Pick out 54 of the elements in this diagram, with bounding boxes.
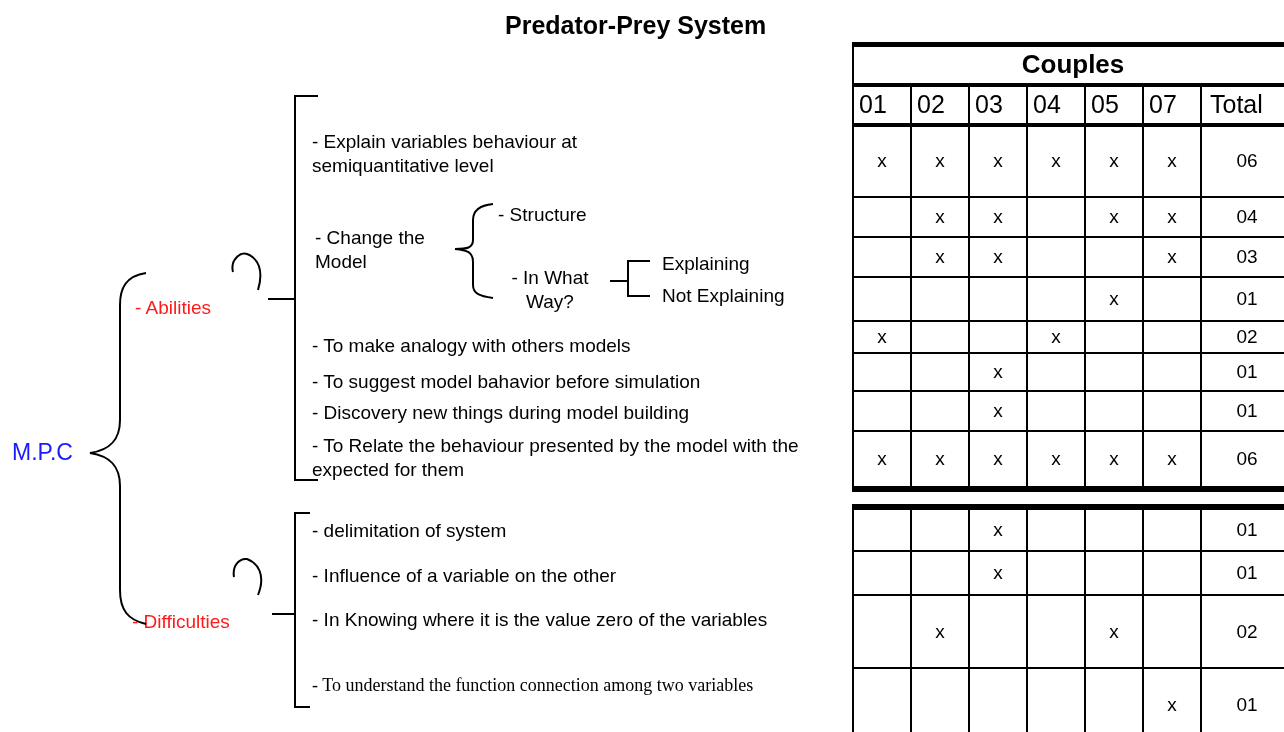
table-cell: x	[1027, 124, 1085, 197]
list-item: - Influence of a variable on the other	[312, 564, 617, 588]
list-item: - To suggest model bahavior before simulation	[312, 370, 701, 394]
table-cell: x	[1085, 430, 1143, 489]
column-header: 03	[969, 84, 1027, 125]
table-cell: 01	[1201, 507, 1284, 551]
table-cell: x	[1143, 196, 1201, 237]
list-item: - Structure	[498, 203, 587, 227]
table-cell: x	[1085, 124, 1143, 197]
category-label: - Abilities	[135, 296, 212, 320]
diagram-title: Predator-Prey System	[505, 10, 767, 40]
table-cell: x	[969, 124, 1027, 197]
table-cell: x	[1085, 276, 1143, 321]
table-cell: x	[969, 551, 1027, 595]
list-item: - Discovery new things during model building	[312, 401, 690, 425]
column-header: 02	[911, 84, 969, 125]
table-cell: x	[969, 196, 1027, 237]
table-cell: x	[969, 507, 1027, 551]
table-cell: x	[969, 236, 1027, 277]
list-item: - delimitation of system	[312, 519, 507, 543]
table-title: Couples	[853, 44, 1284, 85]
column-header: 04	[1027, 84, 1085, 125]
table-cell: x	[853, 124, 911, 197]
table-cell: x	[911, 124, 969, 197]
list-item: - Explain variables behaviour at semiquantitative level	[312, 130, 579, 178]
table-cell: x	[1143, 124, 1201, 197]
category-label: M.P.C	[12, 440, 73, 464]
table-cell: x	[853, 320, 911, 353]
table-cell: x	[911, 430, 969, 489]
table-cell: x	[911, 595, 969, 668]
table-cell: x	[853, 430, 911, 489]
table-cell: x	[1085, 595, 1143, 668]
table-cell: x	[969, 430, 1027, 489]
table-cell: x	[911, 236, 969, 277]
list-item: Not Explaining	[662, 284, 785, 308]
table-cell: x	[1143, 236, 1201, 277]
list-item: - In What Way?	[510, 266, 590, 314]
table-cell: x	[969, 390, 1027, 431]
table-cell: x	[1027, 430, 1085, 489]
list-item: Explaining	[662, 252, 750, 276]
column-header: 01	[853, 84, 911, 125]
column-header: 05	[1085, 84, 1143, 125]
list-item: - Change the Model	[315, 226, 426, 274]
table-cell: x	[969, 352, 1027, 391]
table-cell: x	[911, 196, 969, 237]
category-label: - Difficulties	[132, 610, 230, 634]
list-item: - To understand the function connection among two variables	[312, 674, 755, 697]
table-cell: x	[1085, 196, 1143, 237]
list-item: - To make analogy with others models	[312, 334, 631, 358]
table-cell: x	[1143, 430, 1201, 489]
table-cell: x	[1027, 320, 1085, 353]
column-header: 07	[1143, 84, 1201, 125]
list-item: - In Knowing where it is the value zero of the variables	[312, 608, 769, 632]
list-item: - To Relate the behaviour presented by the model with the expected for them	[312, 434, 800, 482]
